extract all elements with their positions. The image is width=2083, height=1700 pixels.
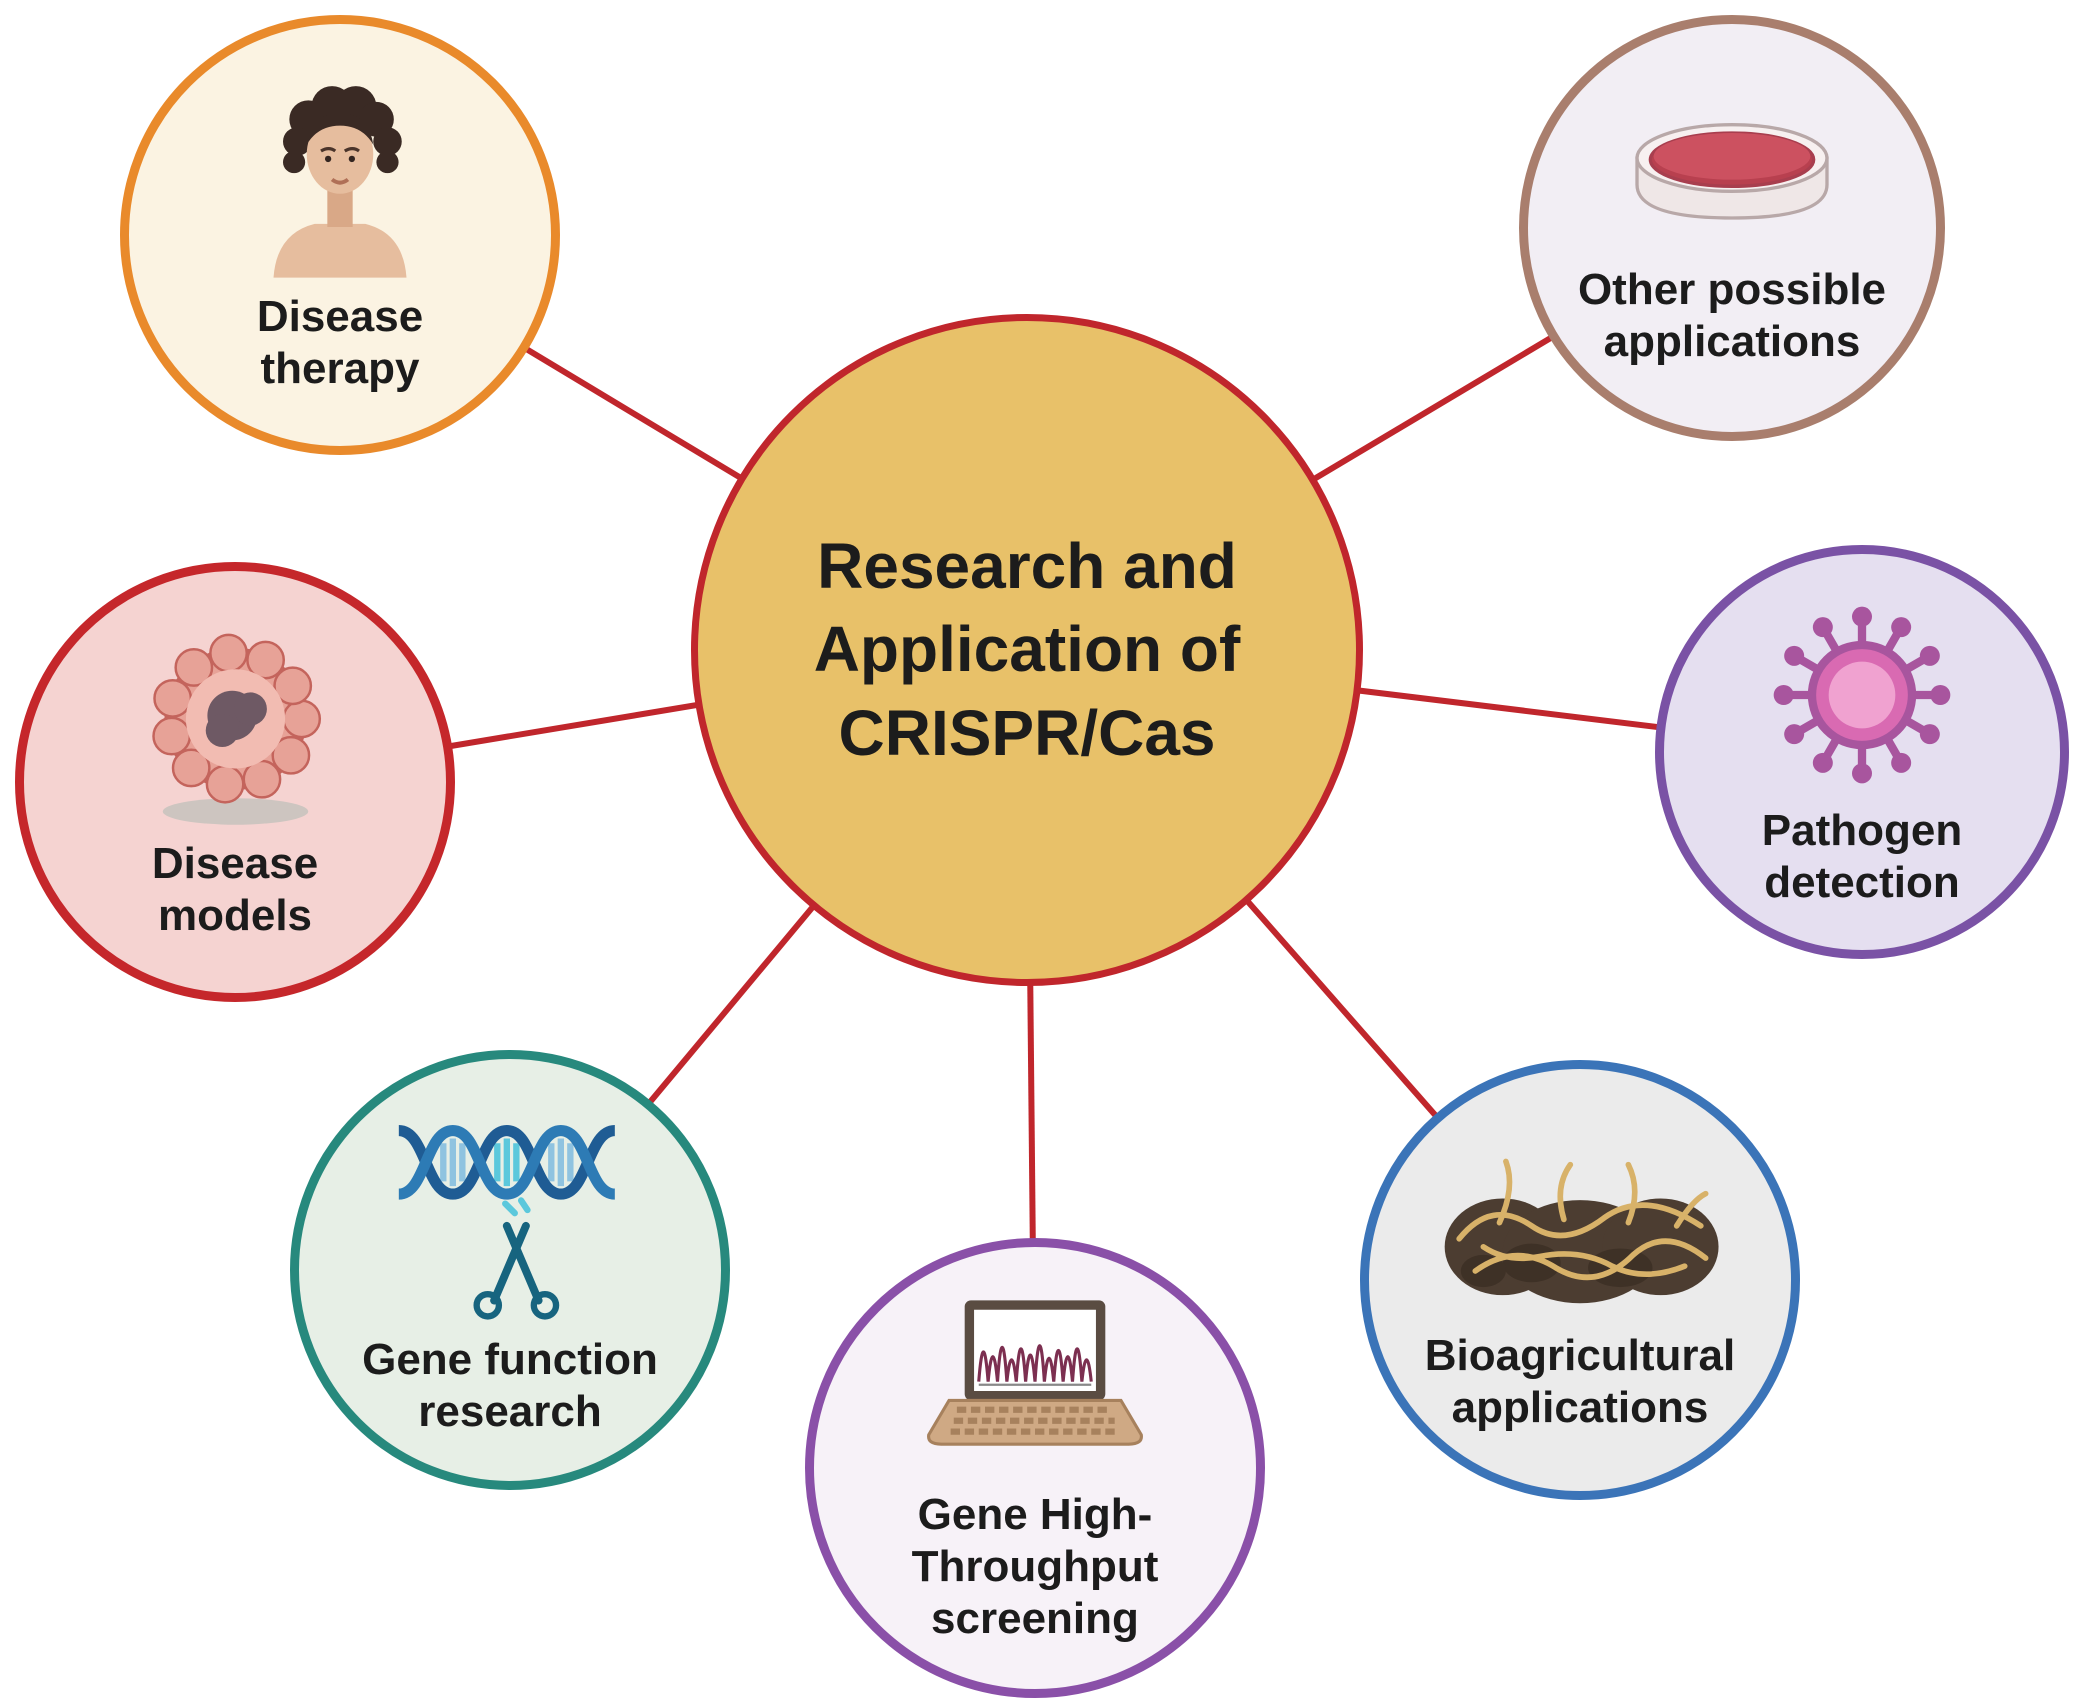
node-gene-high-throughput-screening: Gene High- Throughput screening — [805, 1238, 1265, 1698]
tumor-cell-icon — [133, 623, 338, 828]
laptop-chromatogram-icon — [910, 1291, 1160, 1479]
node-label: Disease therapy — [256, 292, 424, 393]
node-bioagricultural-applications: Bioagricultural applications — [1360, 1060, 1800, 1500]
node-label: Gene function research — [362, 1335, 658, 1437]
node-other-possible-applications: Other possible applications — [1519, 15, 1945, 441]
node-label: Disease models — [151, 838, 319, 940]
dna-scissors-icon — [375, 1102, 645, 1324]
person-icon — [245, 75, 435, 281]
center-label: Research and Application of CRISPR/Cas — [813, 530, 1241, 769]
node-gene-function-research: Gene function research — [290, 1050, 730, 1490]
virus-icon — [1762, 595, 1962, 795]
node-label: Gene High- Throughput screening — [911, 1489, 1159, 1643]
node-pathogen-detection: Pathogen detection — [1655, 545, 2069, 959]
node-disease-models: Disease models — [15, 562, 455, 1002]
node-disease-therapy: Disease therapy — [120, 15, 560, 455]
node-label: Other possible applications — [1577, 265, 1887, 367]
center-node-crispr: Research and Application of CRISPR/Cas — [691, 314, 1363, 986]
soil-roots-icon — [1435, 1126, 1725, 1319]
petri-dish-icon — [1607, 88, 1857, 255]
node-label: Pathogen detection — [1761, 806, 1963, 907]
node-label: Bioagricultural applications — [1424, 1330, 1736, 1432]
